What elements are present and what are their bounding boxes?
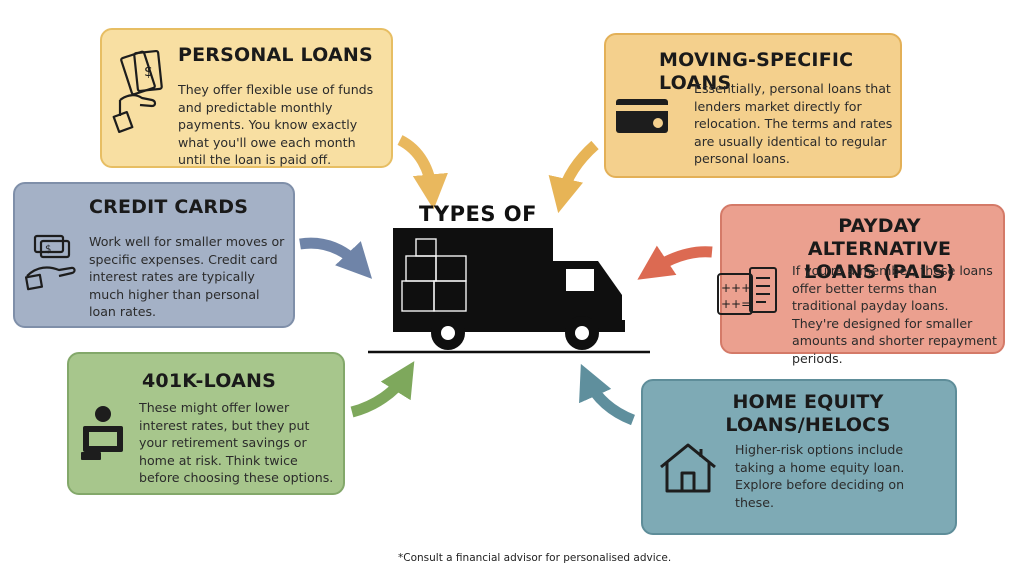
card-text: These might offer lower interest rates, …	[139, 400, 334, 486]
card-401k-loans: 401K-LOANS These might offer lower inter…	[67, 352, 345, 495]
arrow-401k	[350, 361, 415, 418]
card-personal-loans: $ PERSONAL LOANS They offer flexible use…	[100, 28, 393, 168]
card-credit-cards: $ CREDIT CARDS Work well for smaller mov…	[13, 182, 295, 328]
card-title: PAYDAY ALTERNATIVE LOANS (PALS)	[804, 215, 955, 283]
card-text: If you're a member, these loans offer be…	[792, 263, 997, 366]
money-hand-icon: $	[112, 49, 163, 133]
card-moving-specific-loans: MOVING-SPECIFIC LOANS Essentially, perso…	[604, 33, 902, 178]
card-title: CREDIT CARDS	[89, 196, 249, 218]
svg-text:$: $	[144, 64, 153, 80]
savings-icon	[81, 406, 123, 460]
card-title: MOVING-SPECIFIC LOANS	[659, 49, 854, 94]
calculator-document-icon: +++ ++=	[717, 267, 777, 315]
arrow-home	[579, 363, 636, 426]
svg-text:$: $	[45, 244, 51, 255]
credit-card-icon	[616, 99, 668, 133]
arrow-personal	[397, 135, 448, 210]
card-title: HOME EQUITY LOANS/HELOCS	[725, 391, 891, 436]
card-text: Work well for smaller moves or specific …	[89, 234, 285, 320]
svg-text:+++: +++	[721, 281, 751, 295]
arrow-credit	[299, 237, 373, 279]
cash-hand-icon: $	[24, 234, 76, 291]
card-title: PERSONAL LOANS	[178, 44, 373, 66]
svg-text:++=: ++=	[721, 297, 751, 311]
card-payday-alternative-loans: +++ ++= PAYDAY ALTERNATIVE LOANS (PALS) …	[717, 204, 1005, 366]
card-home-equity-loans: HOME EQUITY LOANS/HELOCS Higher-risk opt…	[641, 379, 957, 535]
card-text: Essentially, personal loans that lenders…	[694, 81, 893, 167]
footnote: *Consult a financial advisor for persona…	[398, 552, 672, 564]
card-text: Higher-risk options include taking a hom…	[735, 442, 905, 510]
card-title: 401K-LOANS	[142, 370, 276, 392]
arrow-payday	[637, 245, 713, 280]
arrow-moving	[548, 140, 599, 214]
house-icon	[660, 443, 716, 493]
moving-truck-icon	[368, 228, 650, 354]
card-text: They offer flexible use of funds and pre…	[178, 82, 374, 168]
